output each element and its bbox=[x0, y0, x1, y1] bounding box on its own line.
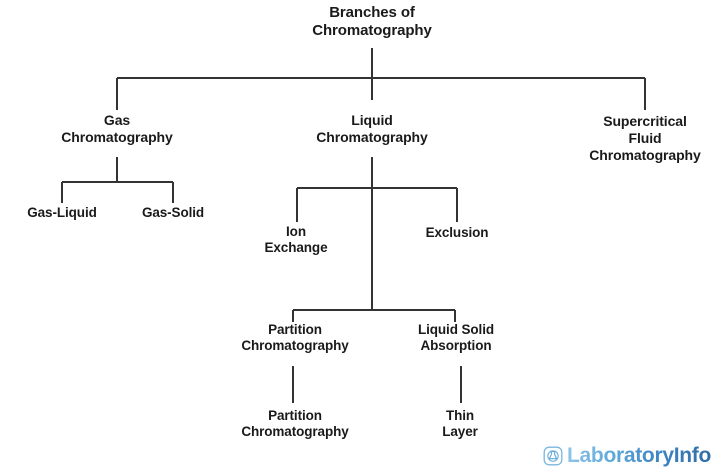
node-liquid-solid-absorption: Liquid Solid Absorption bbox=[417, 322, 495, 354]
node-exclusion: Exclusion bbox=[425, 225, 489, 240]
node-gas-solid: Gas-Solid bbox=[141, 205, 205, 220]
node-thin-layer: Thin Layer bbox=[442, 408, 478, 440]
laboratoryinfo-wordmark: LaboratoryInfo bbox=[567, 444, 711, 467]
node-root: Branches of Chromatography bbox=[312, 4, 432, 40]
node-gas-liquid: Gas-Liquid bbox=[27, 205, 97, 220]
laboratoryinfo-logo-icon bbox=[543, 446, 563, 466]
laboratoryinfo-watermark: LaboratoryInfo bbox=[543, 444, 711, 468]
node-partition-chromatography: Partition Chromatography bbox=[241, 322, 349, 354]
node-gas-chromatography: Gas Chromatography bbox=[61, 112, 173, 146]
node-partition-chromatography-leaf: Partition Chromatography bbox=[241, 408, 349, 440]
node-ion-exchange: Ion Exchange bbox=[264, 224, 328, 256]
node-liquid-chromatography: Liquid Chromatography bbox=[316, 112, 428, 146]
node-supercritical-fluid-chromatography: Supercritical Fluid Chromatography bbox=[589, 113, 701, 164]
